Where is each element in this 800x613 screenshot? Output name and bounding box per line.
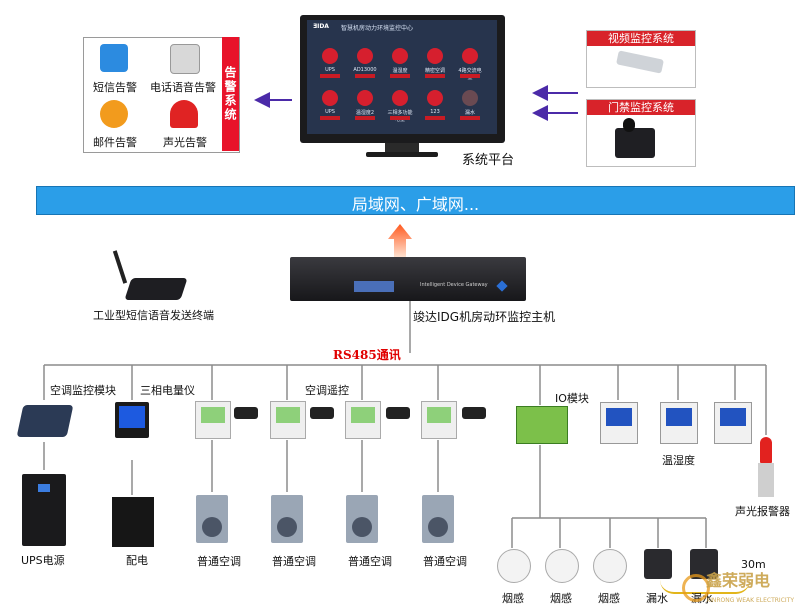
strobe-light-base	[758, 463, 774, 497]
ac-remote-panel	[270, 401, 306, 439]
temp-humidity-device	[714, 402, 752, 444]
ir-sensor	[462, 407, 486, 419]
screen-tile: 三相多功能电量	[386, 88, 414, 123]
ir-sensor	[310, 407, 334, 419]
watermark-logo-icon	[682, 574, 710, 602]
distance-label: 30m	[741, 558, 766, 571]
alarm-item-sms: 短信告警	[93, 81, 137, 94]
watermark-sub: XINRONG WEAK ELECTRICITY	[706, 597, 794, 604]
smoke-label: 烟感	[502, 592, 524, 605]
screen-tile: UPS	[316, 88, 344, 122]
video-system-box: 视频监控系统	[586, 30, 696, 88]
smoke-label: 烟感	[598, 592, 620, 605]
leak-label: 漏水	[646, 592, 668, 605]
ac-remote-panel	[421, 401, 457, 439]
smoke-label: 烟感	[550, 592, 572, 605]
ac-remote-panel	[345, 401, 381, 439]
ac-remote-label: 空调遥控	[305, 384, 349, 397]
screen-tile: 4路交流电量	[456, 46, 484, 81]
screen-tile: 123	[421, 88, 449, 122]
monitor-stand	[385, 143, 419, 152]
ac-unit-label: 普通空调	[272, 555, 316, 568]
strobe-light-icon	[760, 437, 772, 463]
phone-icon	[170, 44, 200, 74]
ir-sensor	[234, 407, 258, 419]
temp-humidity-device	[600, 402, 638, 444]
gateway-label: 竣达IDG机房动环监控主机	[413, 310, 556, 324]
screen-tile: 温湿度	[386, 46, 414, 80]
ir-sensor	[386, 407, 410, 419]
sms-terminal-label: 工业型短信语音发送终端	[93, 309, 214, 322]
alarm-item-siren: 声光告警	[163, 136, 207, 149]
email-icon	[100, 100, 128, 128]
screen-title: 智慧机房动力环境监控中心	[341, 25, 414, 32]
power-dist-label: 配电	[126, 554, 148, 567]
screen-tile: 漏水	[456, 88, 484, 122]
screen-tile: AD13000	[351, 46, 379, 80]
io-module-device	[516, 406, 568, 444]
temp-humidity-label: 温湿度	[662, 454, 695, 467]
siren-icon	[170, 100, 198, 128]
ac-unit	[271, 495, 303, 543]
screen-tile: 温湿度2	[351, 88, 379, 122]
smoke-sensor-icon	[545, 549, 579, 583]
access-system-box: 门禁监控系统	[586, 99, 696, 167]
card-icon	[623, 118, 635, 132]
ac-unit	[196, 495, 228, 543]
gateway-panel-text: Intelligent Device Gateway	[420, 282, 488, 288]
screen-brand: ƎIDA	[313, 23, 329, 30]
network-bar: 局域网、广域网...	[36, 186, 795, 215]
sms-terminal-device	[124, 278, 188, 300]
bus-label: RS485通讯	[333, 348, 401, 362]
access-system-title: 门禁监控系统	[587, 100, 695, 115]
screen-tile: 精密空调	[421, 46, 449, 80]
gateway-device	[290, 257, 526, 301]
network-label: 局域网、广域网...	[351, 195, 480, 214]
monitor-base	[366, 152, 438, 157]
access-terminal-icon	[615, 128, 655, 158]
ac-unit	[422, 495, 454, 543]
sound-light-alarm-label: 声光报警器	[735, 505, 790, 518]
ac-unit	[346, 495, 378, 543]
screen-tile: UPS	[316, 46, 344, 80]
smoke-sensor-icon	[593, 549, 627, 583]
leak-sensor-icon	[644, 549, 672, 579]
camera-icon	[616, 50, 664, 74]
temp-humidity-device	[660, 402, 698, 444]
io-module-label: IO模块	[555, 392, 589, 405]
ac-unit-label: 普通空调	[197, 555, 241, 568]
video-system-title: 视频监控系统	[587, 31, 695, 46]
gateway-lcd	[354, 281, 394, 292]
ac-module-device	[16, 405, 74, 437]
ups-label: UPS电源	[21, 554, 65, 567]
watermark-name: 鑫荣弱电	[706, 571, 771, 590]
ac-unit-label: 普通空调	[423, 555, 467, 568]
power-distribution-cabinet	[112, 497, 154, 547]
ac-remote-panel	[195, 401, 231, 439]
power-meter-label: 三相电量仪	[140, 384, 195, 397]
arrow-up-network	[388, 224, 412, 258]
smoke-sensor-icon	[497, 549, 531, 583]
ups-cabinet	[22, 474, 66, 546]
alarm-system-panel	[83, 37, 240, 153]
alarm-item-email: 邮件告警	[93, 136, 137, 149]
sms-icon	[100, 44, 128, 72]
platform-label: 系统平台	[462, 153, 515, 168]
ac-unit-label: 普通空调	[348, 555, 392, 568]
power-meter-device	[115, 402, 149, 438]
ac-module-label: 空调监控模块	[50, 384, 116, 397]
alarm-item-phone: 电话语音告警	[150, 81, 216, 94]
alarm-system-title: 告警系统	[222, 37, 239, 151]
